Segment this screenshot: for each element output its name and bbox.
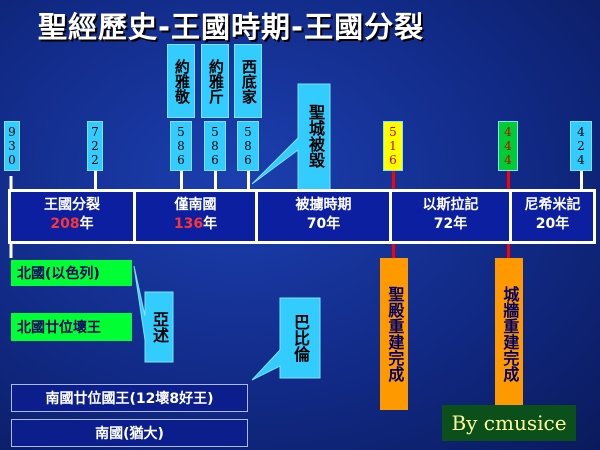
- period-duration: 70: [306, 215, 327, 232]
- year-586-c: 586: [237, 121, 259, 171]
- city-destroyed-text: 聖城被毀: [306, 104, 325, 168]
- period-duration: 208: [50, 215, 80, 232]
- year-586-b: 586: [204, 121, 226, 171]
- city-destroyed-callout: [251, 83, 331, 191]
- period-unit: 年: [203, 215, 218, 232]
- period-south-only: 僅南國 136年: [136, 192, 255, 241]
- period-duration: 20: [535, 215, 556, 232]
- king-jehoiakim-label: 約雅敬: [167, 44, 195, 118]
- period-unit: 年: [79, 215, 94, 232]
- tick-516: [392, 171, 395, 191]
- period-divided-kingdom: 王國分裂 208年: [11, 192, 133, 241]
- period-unit: 年: [555, 215, 570, 232]
- year-424: 424: [570, 121, 592, 171]
- temple-connector: [392, 244, 395, 258]
- babylon-callout: [251, 297, 321, 381]
- babylon-text: 巴比倫: [291, 314, 310, 362]
- period-ezra: 以斯拉記 72年: [392, 192, 509, 241]
- tick-586-a: [180, 171, 183, 191]
- period-name: 尼希米記: [524, 197, 581, 213]
- author-credit: By cmusice: [442, 405, 576, 441]
- period-duration: 72: [433, 215, 454, 232]
- period-exile: 被擄時期 70年: [258, 192, 389, 241]
- period-name: 僅南國: [174, 197, 217, 213]
- period-name: 被擄時期: [295, 197, 352, 213]
- period-name: 以斯拉記: [422, 197, 479, 213]
- north-kings-label: 北國廿位壞王: [11, 313, 132, 341]
- wall-rebuilt-label: 城牆重建完成: [495, 258, 523, 410]
- tick-444: [507, 171, 510, 191]
- year-444: 444: [498, 121, 518, 171]
- north-kingdom-label: 北國(以色列): [11, 260, 132, 286]
- assyria-callout: [133, 265, 174, 363]
- south-kings-label: 南國廿位國王(12壞8好王): [11, 384, 248, 412]
- period-unit: 年: [453, 215, 468, 232]
- tick-586-c: [247, 171, 250, 191]
- year-516: 516: [383, 121, 403, 171]
- king-zedekiah-label: 西底家: [234, 44, 262, 118]
- king-jehoiachin-label: 約雅斤: [201, 44, 229, 118]
- page-title: 聖經歷史-王國時期-王國分裂: [38, 10, 425, 44]
- tick-424: [580, 171, 583, 191]
- year-930: 930: [4, 121, 20, 171]
- year-722: 722: [87, 121, 103, 171]
- assyria-text: 亞述: [150, 311, 169, 343]
- south-kingdom-label: 南國(猶大): [11, 419, 248, 447]
- period-duration: 136: [173, 215, 204, 232]
- period-unit: 年: [326, 215, 341, 232]
- temple-rebuilt-label: 聖殿重建完成: [380, 258, 408, 410]
- year-586-a: 586: [170, 121, 192, 171]
- period-name: 王國分裂: [44, 197, 100, 213]
- tick-722: [94, 171, 97, 191]
- tick-586-b: [214, 171, 217, 191]
- period-nehemiah: 尼希米記 20年: [512, 192, 593, 241]
- wall-connector: [507, 244, 510, 258]
